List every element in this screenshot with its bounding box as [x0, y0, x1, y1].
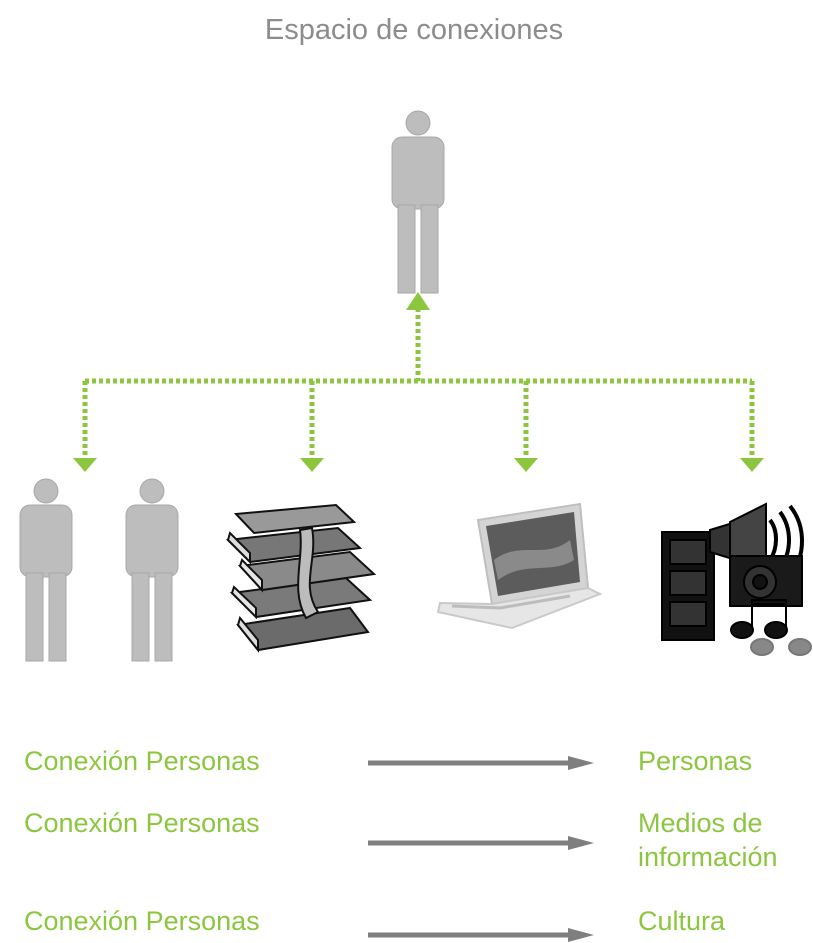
arrowhead-down	[514, 458, 538, 472]
connector-arrowheads	[73, 292, 764, 472]
connector-lines	[82, 308, 755, 458]
arrowhead-up	[406, 292, 430, 310]
person-icon	[125, 478, 179, 662]
row-source-label: Conexión Personas	[24, 746, 260, 776]
row-target-label: Cultura	[638, 906, 726, 936]
laptop-icon	[420, 500, 615, 655]
row-arrow	[368, 756, 594, 770]
row-source-label: Conexión Personas	[24, 906, 260, 936]
page-title: Espacio de conexiones	[264, 14, 564, 46]
arrowhead-down	[300, 458, 324, 472]
top-person-icon	[391, 110, 445, 294]
row-arrow	[368, 836, 594, 850]
books-icon	[222, 503, 387, 655]
row-source-label: Conexión Personas	[24, 808, 260, 838]
multimedia-icon	[661, 502, 812, 656]
arrowhead-down	[740, 458, 764, 472]
row-arrow	[368, 928, 594, 942]
arrowhead-down	[73, 458, 97, 472]
row-target-label: Personas	[638, 746, 753, 776]
row-target-label: Medios de información	[638, 808, 778, 872]
person-icon	[19, 478, 73, 662]
